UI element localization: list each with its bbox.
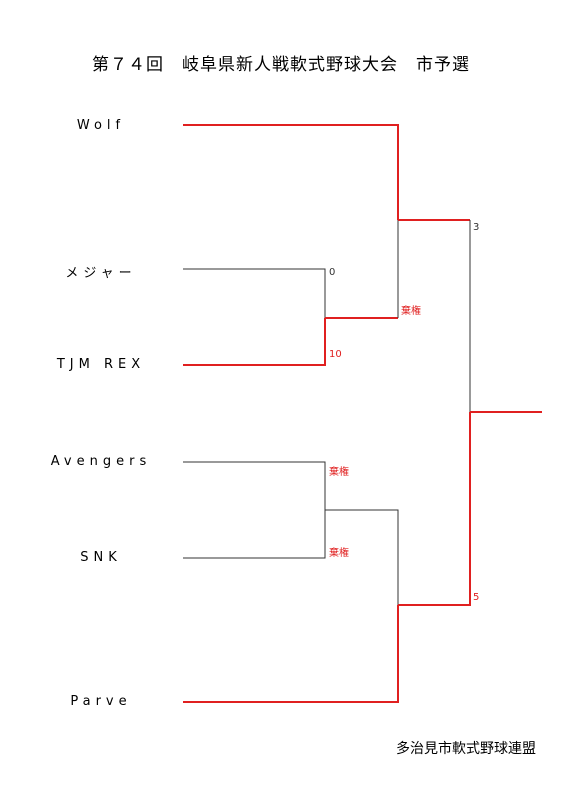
team-tjm-rex: TJM REX [56,357,146,372]
team-parve: Parve [70,694,132,709]
line-wolf [183,124,399,220]
line-snk [183,510,326,559]
score-tjm-rex: 10 [329,349,342,360]
page-title: 第７４回 岐阜県新人戦軟式野球大会 市予選 [92,55,470,75]
line-parve [183,605,399,703]
score-avengers-forfeit: 棄権 [329,467,349,478]
team-snk: SNK [80,550,122,565]
score-major: 0 [329,267,336,278]
line-tjm-rex [183,318,326,366]
team-avengers: Avengers [50,454,152,469]
line-major [183,268,326,318]
score-sf-forfeit: 棄権 [401,306,421,317]
line-avengers [183,461,326,510]
score-snk-forfeit: 棄権 [329,548,349,559]
organizer-name: 多治見市軟式野球連盟 [396,741,536,757]
line-parve-final [398,412,471,606]
team-major: メジャー [65,266,137,281]
score-final-parve: 5 [473,592,480,603]
team-wolf: Wolf [76,118,126,133]
score-final-wolf: 3 [473,222,480,233]
line-forfeit-advance [325,509,399,605]
